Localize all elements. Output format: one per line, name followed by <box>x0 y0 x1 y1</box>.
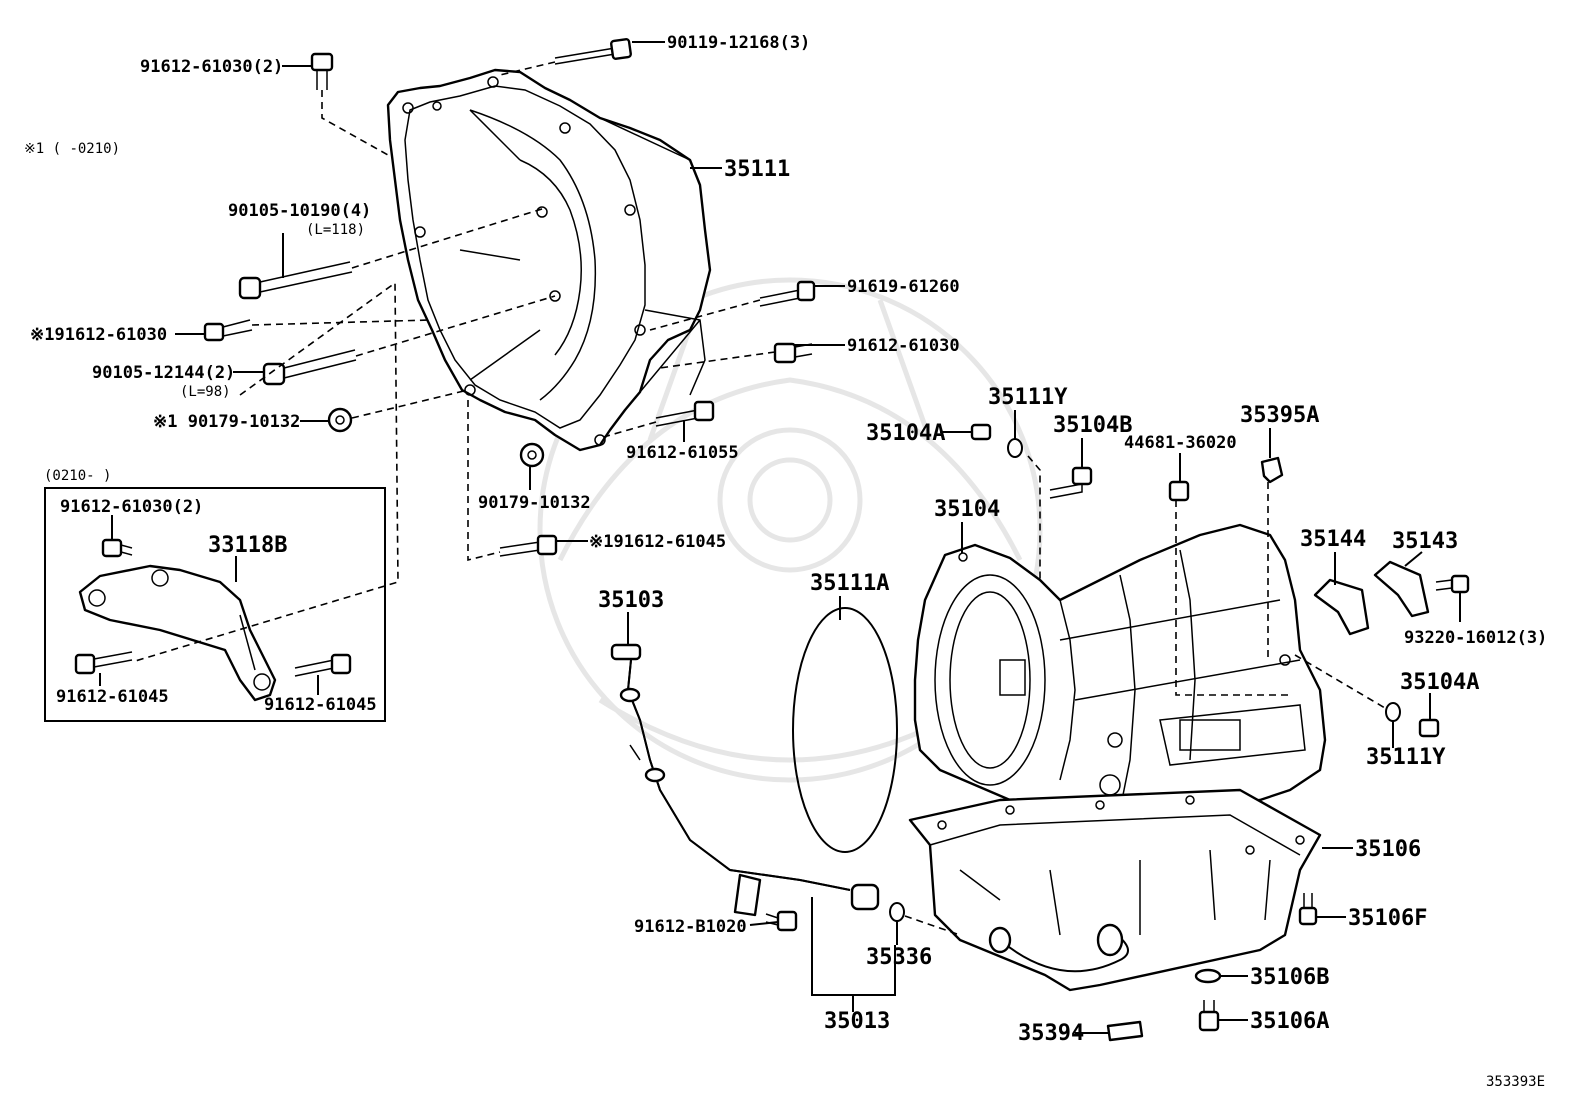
label-93220-16012: 93220-16012(3) <box>1404 628 1547 648</box>
label-35106a: 35106A <box>1250 1009 1329 1034</box>
label-91612-61045-a: 91612-61045 <box>56 687 169 707</box>
label-91612-61055: 91612-61055 <box>626 443 739 463</box>
label-90105-12144: 90105-12144(2) <box>92 363 235 383</box>
diagram-id: 353393E <box>1486 1074 1545 1090</box>
oil-cooler-line <box>988 923 1129 973</box>
label-35144: 35144 <box>1300 527 1366 552</box>
label-35106f: 35106F <box>1348 906 1427 931</box>
label-35104: 35104 <box>934 497 1000 522</box>
bracket-33118b <box>78 564 277 702</box>
dipstick-tube-35013 <box>610 643 880 917</box>
label-91612-b1020: 91612-B1020 <box>634 917 747 937</box>
note-1: ※1 ( -0210) <box>24 141 120 157</box>
label-91619-61260: 91619-61260 <box>847 277 960 297</box>
transmission-case-35104 <box>913 523 1327 832</box>
labels: 90119-12168(3) 91612-61030(2) ※1 ( -0210… <box>24 33 1547 1090</box>
label-90105-10190-length: (L=118) <box>306 222 365 238</box>
bell-housing-35111 <box>386 68 712 452</box>
label-91612-61045-b: 91612-61045 <box>264 695 377 715</box>
label-35013: 35013 <box>824 1009 890 1034</box>
bracket-frame <box>44 487 386 722</box>
label-91612-61030-2-top: 91612-61030(2) <box>140 57 283 77</box>
label-35106: 35106 <box>1355 837 1421 862</box>
label-91612-61030-note: ※191612-61030 <box>30 325 167 345</box>
label-90119-12168: 90119-12168(3) <box>667 33 810 53</box>
bolts <box>74 38 1470 1042</box>
label-33118b: 33118B <box>208 533 287 558</box>
label-91612-61030-2-box: 91612-61030(2) <box>60 497 203 517</box>
label-35336: 35336 <box>866 945 932 970</box>
label-90179-10132: 90179-10132 <box>478 493 591 513</box>
label-35111: 35111 <box>724 157 790 182</box>
label-35111a: 35111A <box>810 571 889 596</box>
label-35111y-top: 35111Y <box>988 385 1068 410</box>
o-ring-35111a <box>792 607 898 853</box>
label-35104b: 35104B <box>1053 413 1132 438</box>
label-35394: 35394 <box>1018 1021 1084 1046</box>
label-91612-61030-right: 91612-61030 <box>847 336 960 356</box>
label-35104a-right: 35104A <box>1400 670 1479 695</box>
label-35104a-top: 35104A <box>866 421 945 446</box>
assembly-dashed-lines <box>131 61 1386 936</box>
label-90179-10132-note: ※1 90179-10132 <box>153 412 300 432</box>
label-90105-10190: 90105-10190(4) <box>228 201 371 221</box>
label-91612-61045-note: ※191612-61045 <box>589 532 726 552</box>
leader-lines <box>99 41 1461 1034</box>
box-header: (0210- ) <box>44 468 111 484</box>
label-35395a: 35395A <box>1240 403 1319 428</box>
label-90105-12144-length: (L=98) <box>180 384 231 400</box>
label-44681-36020: 44681-36020 <box>1124 433 1237 453</box>
label-35143: 35143 <box>1392 529 1458 554</box>
label-35111y-right: 35111Y <box>1366 745 1446 770</box>
label-35103: 35103 <box>598 588 664 613</box>
label-35106b: 35106B <box>1250 965 1329 990</box>
oil-pan-35106 <box>908 788 1322 992</box>
